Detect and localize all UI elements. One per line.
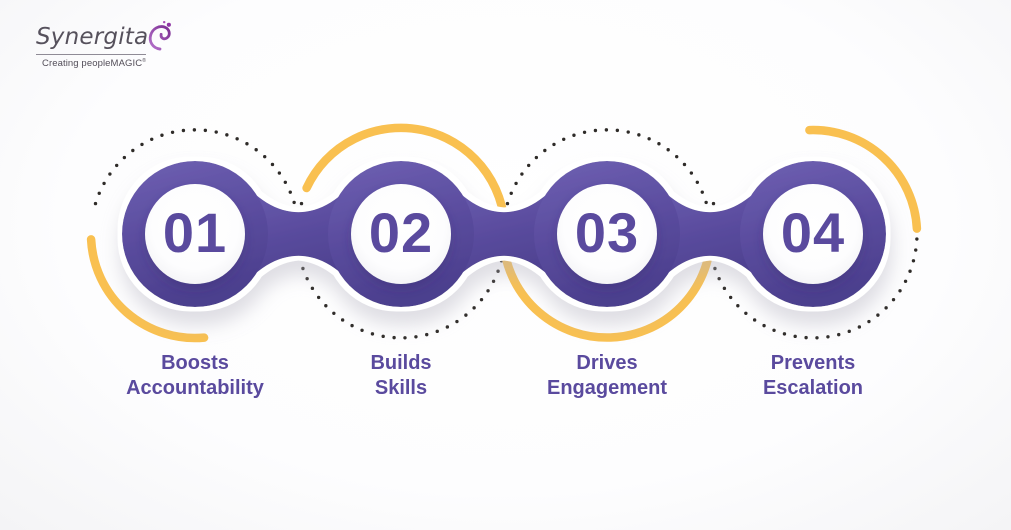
step1-number: 01	[162, 201, 228, 264]
step2-label-line2: Skills	[374, 377, 428, 399]
step2-label-line1: Builds	[370, 352, 432, 374]
yellow-arc-step3	[499, 233, 716, 342]
yellow-arc-step2	[302, 123, 510, 235]
step2-number: 02	[368, 201, 434, 264]
inner-circle-step4	[763, 184, 863, 284]
logo-wordmark: Synergita	[36, 24, 149, 50]
inner-circle-step1	[145, 184, 245, 284]
step3-label-line1: Drives	[576, 352, 638, 374]
chain-body	[122, 161, 886, 307]
chain-link-3-4	[648, 173, 772, 295]
dotted-arc-step1	[93, 128, 297, 206]
step1-label: Boosts Accountability	[80, 351, 310, 401]
chain-link-1-2	[236, 173, 361, 295]
inner-circles	[145, 184, 863, 284]
logo-tagline-text: Creating peopleMAGIC	[41, 58, 143, 70]
inner-circle-step3	[557, 184, 657, 284]
step1-label-line1: Boosts	[161, 352, 229, 374]
step4-label-line1: Prevents	[770, 352, 856, 374]
step3-label: Drives Engagement	[492, 351, 722, 401]
dotted-arc-step2	[295, 201, 507, 340]
step4-label: Prevents Escalation	[698, 351, 928, 401]
yellow-arcs	[86, 123, 922, 343]
logo: Synergita Creating peopleMAGIC®	[36, 20, 206, 69]
logo-trademark: ®	[142, 58, 146, 64]
logo-tagline: Creating peopleMAGIC®	[36, 58, 146, 69]
dotted-arc-step3	[505, 128, 709, 206]
chain-link-2-3	[442, 173, 566, 295]
inner-circle-step2	[351, 184, 451, 284]
yellow-arc-step1	[86, 235, 209, 343]
dotted-arc-step4	[707, 201, 919, 340]
step2-label: Builds Skills	[286, 351, 516, 401]
logo-divider	[36, 54, 146, 55]
step4-number: 04	[780, 201, 846, 264]
step3-label-line2: Engagement	[546, 377, 668, 399]
step1-label-line2: Accountability	[126, 377, 264, 399]
yellow-arc-step4	[805, 125, 922, 233]
logo-swirl-icon	[149, 20, 172, 51]
step3-number: 03	[574, 201, 640, 264]
dotted-arcs	[93, 128, 919, 340]
step4-label-line2: Escalation	[762, 377, 864, 399]
